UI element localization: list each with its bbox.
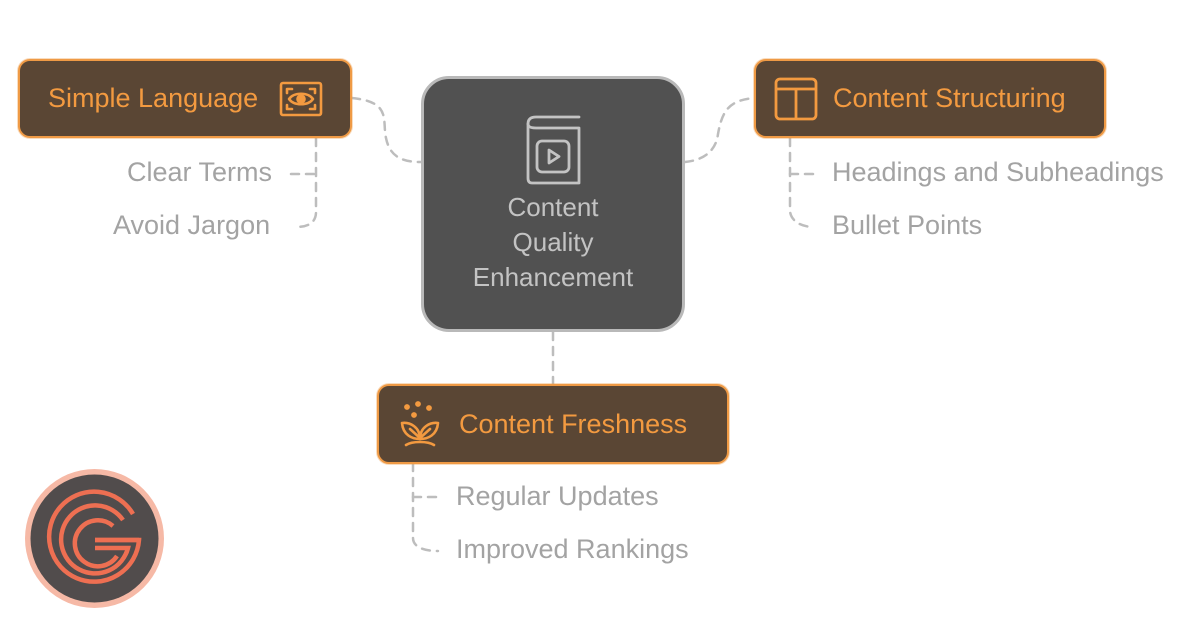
- node-label: Simple Language: [48, 83, 259, 113]
- connector-regular-updates: [411, 461, 440, 553]
- node-label: Content Freshness: [459, 408, 688, 439]
- connector-clear-terms: [294, 136, 318, 229]
- layout-icon: [774, 77, 818, 121]
- book-play-icon: [522, 114, 584, 186]
- leaf-clear-terms: Clear Terms: [127, 157, 273, 187]
- central-topic-node[interactable]: Content Quality Enhancement: [421, 76, 685, 332]
- title-line: Enhancement: [472, 262, 634, 292]
- leaf-regular-updates: Regular Updates: [456, 481, 659, 511]
- connector-simple-language: [350, 96, 423, 164]
- sprout-icon: [398, 401, 442, 447]
- leaf-improved-rankings: Improved Rankings: [456, 534, 689, 564]
- node-simple-language[interactable]: Simple Language: [18, 59, 352, 138]
- eye-scan-icon: [279, 81, 323, 117]
- leaf-bullet-points: Bullet Points: [832, 210, 983, 240]
- connector-content-structuring: [683, 96, 757, 164]
- node-content-structuring[interactable]: Content Structuring: [754, 59, 1106, 138]
- node-content-freshness[interactable]: Content Freshness: [377, 384, 729, 464]
- leaf-headings-and-subheadings: Headings and Subheadings: [832, 157, 1164, 187]
- node-label: Content Structuring: [833, 83, 1066, 113]
- title-line: Quality: [512, 227, 594, 257]
- title-line: Content: [507, 192, 599, 222]
- central-topic-title: Content Quality Enhancement: [473, 190, 633, 295]
- connector-headings: [788, 136, 816, 229]
- brand-g-logo-icon: [25, 469, 164, 608]
- leaf-avoid-jargon: Avoid Jargon: [113, 210, 271, 240]
